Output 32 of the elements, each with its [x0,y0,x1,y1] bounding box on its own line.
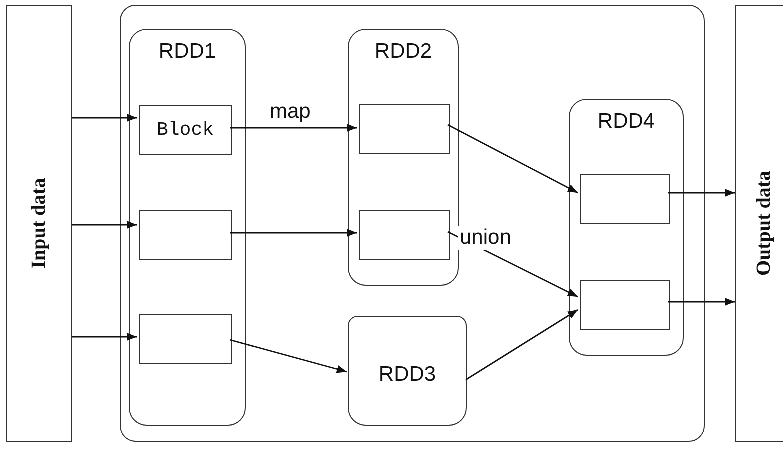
rdd-label: RDD3 [378,363,436,387]
rdd-container [569,99,684,356]
rdd-container [129,29,246,426]
arrow [230,229,357,237]
panel-label: Output data [754,170,776,276]
rdd-label: RDD4 [598,110,656,134]
arrow [448,124,578,194]
arrow [230,339,348,374]
rdd-container [348,316,467,426]
rdd-label: RDD1 [158,40,216,64]
data-panel [6,5,72,442]
data-panel [735,5,783,442]
partition-box [359,104,450,154]
arrow [72,114,137,122]
arrow [466,309,578,381]
arrow [668,298,735,306]
partition-box [580,174,670,224]
block-label: Block [156,119,214,141]
arrow [72,333,137,341]
partition-box [580,280,670,330]
arrow [230,124,357,132]
rdd-label: RDD2 [374,40,432,64]
partition-box [139,210,232,260]
panel-label: Input data [28,178,50,269]
container-frame [120,5,705,442]
arrow [72,221,137,229]
arrow [668,189,735,197]
rdd-container [348,29,459,286]
partition-box [139,314,232,364]
partition-box [359,210,450,260]
edge-label: union [458,226,514,250]
partition-box [139,105,232,155]
